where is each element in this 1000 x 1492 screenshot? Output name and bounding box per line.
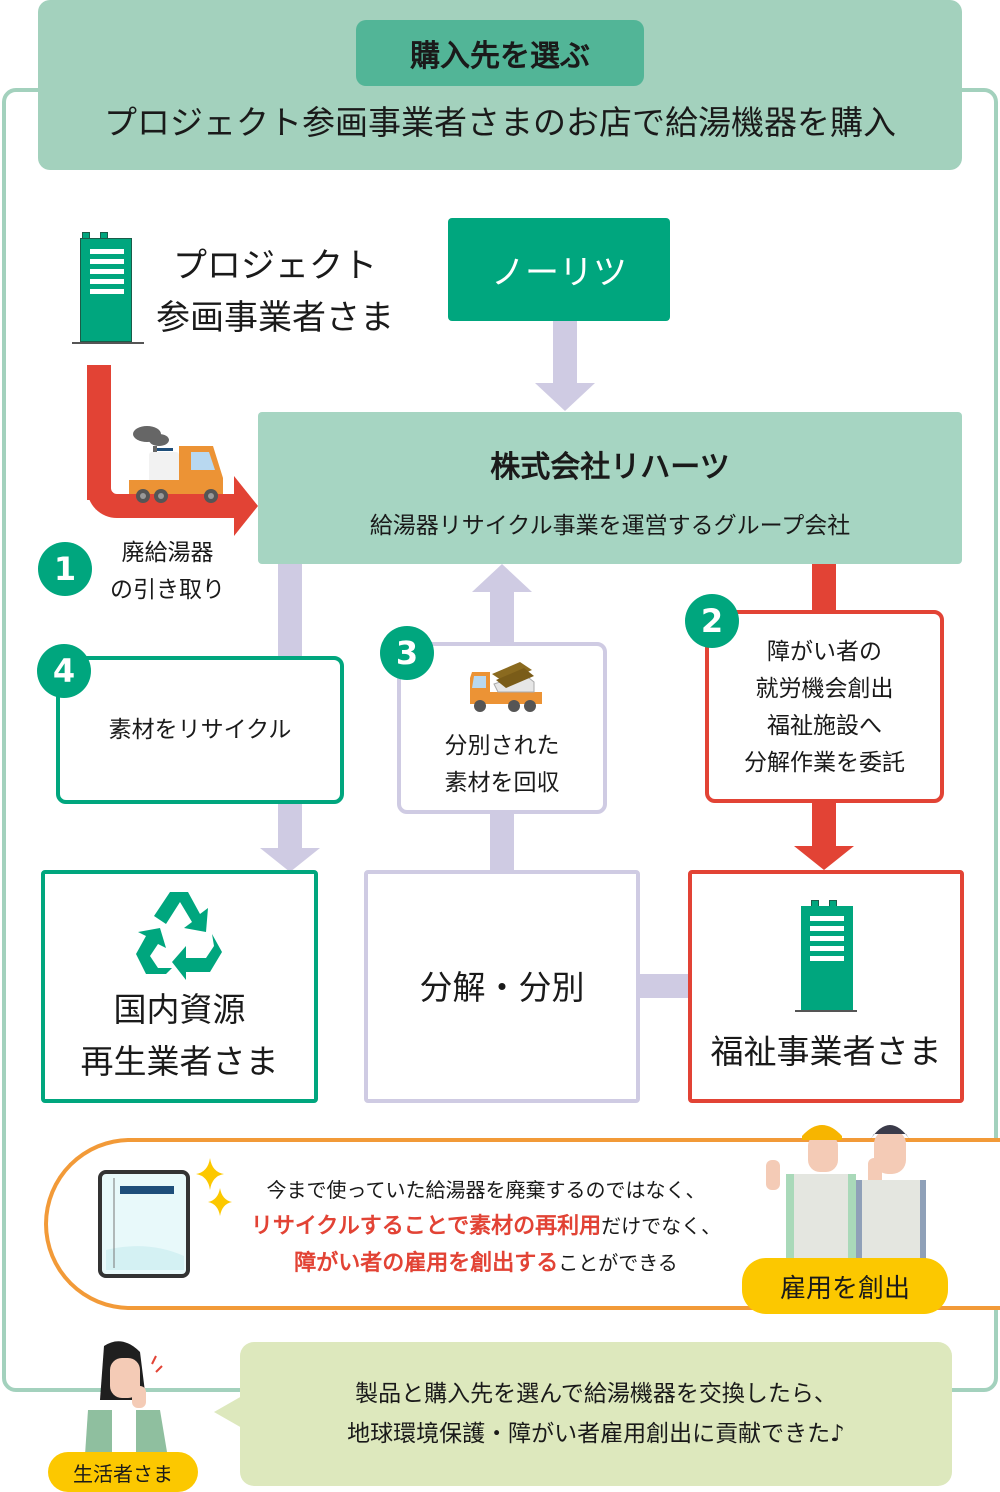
step-4-label: 素材をリサイクル xyxy=(108,717,292,743)
truck-with-materials-icon xyxy=(470,662,542,712)
impact-line2-rest: だけでなく、 xyxy=(601,1214,722,1238)
step-2-line2: 就労機会創出 xyxy=(755,676,894,702)
building-icon xyxy=(795,900,857,1012)
noritz-arrow-shaft xyxy=(553,321,577,383)
consumer-speech-bubble xyxy=(240,1342,952,1486)
outsource-arrow-shaft-top xyxy=(812,564,836,612)
outsource-arrow-head xyxy=(794,846,854,870)
welfare-label: 福祉事業者さま xyxy=(710,1032,942,1071)
reharts-title: 株式会社リハーツ xyxy=(490,450,730,485)
project-participant-line2: 参画事業者さま xyxy=(156,298,394,338)
collect-arrow-head xyxy=(472,564,532,592)
step-3-line2: 素材を回収 xyxy=(444,770,560,796)
noritz-arrow-head xyxy=(535,383,595,411)
impact-line3-rest: ことができる xyxy=(558,1251,678,1275)
speech-bubble-tail xyxy=(214,1396,242,1428)
recycler-line2: 再生業者さま xyxy=(80,1042,279,1081)
impact-line2: リサイクルすることで素材の再利用だけでなく、 xyxy=(236,1208,736,1245)
speech-line1: 製品と購入先を選んで給湯機器を交換したら、 xyxy=(355,1381,837,1407)
step-4-badge: 4 xyxy=(37,644,91,698)
reharts-subtitle: 給湯器リサイクル事業を運営するグループ会社 xyxy=(369,513,851,539)
header-badge: 購入先を選ぶ xyxy=(356,20,644,86)
recycle-icon xyxy=(136,892,222,980)
consumer-illustration xyxy=(84,1341,170,1470)
recycler-line1: 国内資源 xyxy=(113,990,246,1029)
recycle-arrow-head xyxy=(260,848,320,872)
pickup-arrow-head xyxy=(234,476,258,536)
step-3-label: 分別された 素材を回収 xyxy=(397,728,607,802)
project-participant-label: プロジェクト 参画事業者さま xyxy=(150,240,400,344)
step-1-line2: の引き取り xyxy=(110,577,225,603)
water-heater-icon xyxy=(98,1170,190,1278)
step-1-line1: 廃給湯器 xyxy=(121,540,214,566)
header-subtitle: プロジェクト参画事業者さまのお店で給湯機器を購入 xyxy=(104,103,896,142)
sorting-welfare-connector xyxy=(640,974,688,998)
impact-text: 今まで使っていた給湯器を廃棄するのではなく、 リサイクルすることで素材の再利用だ… xyxy=(236,1172,736,1282)
step-3-badge: 3 xyxy=(380,626,434,680)
consumer-speech-text: 製品と購入先を選んで給湯機器を交換したら、 地球環境保護・障がい者雇用創出に貢献… xyxy=(240,1374,952,1454)
building-icon xyxy=(72,232,144,344)
impact-line1: 今まで使っていた給湯器を廃棄するのではなく、 xyxy=(266,1178,706,1202)
sorting-label: 分解・分別 xyxy=(419,968,585,1007)
workers-illustration xyxy=(766,1125,926,1260)
step-2-line1: 障がい者の xyxy=(767,639,882,665)
sparkle-icon xyxy=(196,1158,232,1216)
step-3-line1: 分別された xyxy=(444,733,560,759)
consumer-badge: 生活者さま xyxy=(48,1452,198,1492)
reharts-box xyxy=(258,412,962,564)
speech-line2: 地球環境保護・障がい者雇用創出に貢献できた♪ xyxy=(347,1421,845,1447)
step-2-line4: 分解作業を委託 xyxy=(744,750,905,776)
recycler-box xyxy=(41,870,318,1103)
employment-badge: 雇用を創出 xyxy=(742,1258,948,1314)
truck-icon xyxy=(129,426,223,503)
step-2-line3: 福祉施設へ xyxy=(767,713,882,739)
noritz-box: ノーリツ xyxy=(448,218,670,321)
outsource-arrow-shaft-bottom xyxy=(812,803,836,848)
recycler-label: 国内資源 再生業者さま xyxy=(41,984,318,1088)
step-2-label: 障がい者の 就労機会創出 福祉施設へ 分解作業を委託 xyxy=(705,634,944,782)
step-2-box xyxy=(705,610,944,803)
step-1-label: 廃給湯器 の引き取り xyxy=(95,535,240,609)
step-1-badge: 1 xyxy=(38,542,92,596)
impact-line3: 障がい者の雇用を創出することができる xyxy=(236,1245,736,1282)
step-4-box xyxy=(56,656,344,804)
step-2-badge: 2 xyxy=(685,594,739,648)
sorting-box xyxy=(364,870,640,1103)
impact-line3-highlight: 障がい者の雇用を創出する xyxy=(294,1251,559,1276)
impact-line2-highlight: リサイクルすることで素材の再利用 xyxy=(250,1214,602,1239)
project-participant-line1: プロジェクト xyxy=(173,246,377,286)
